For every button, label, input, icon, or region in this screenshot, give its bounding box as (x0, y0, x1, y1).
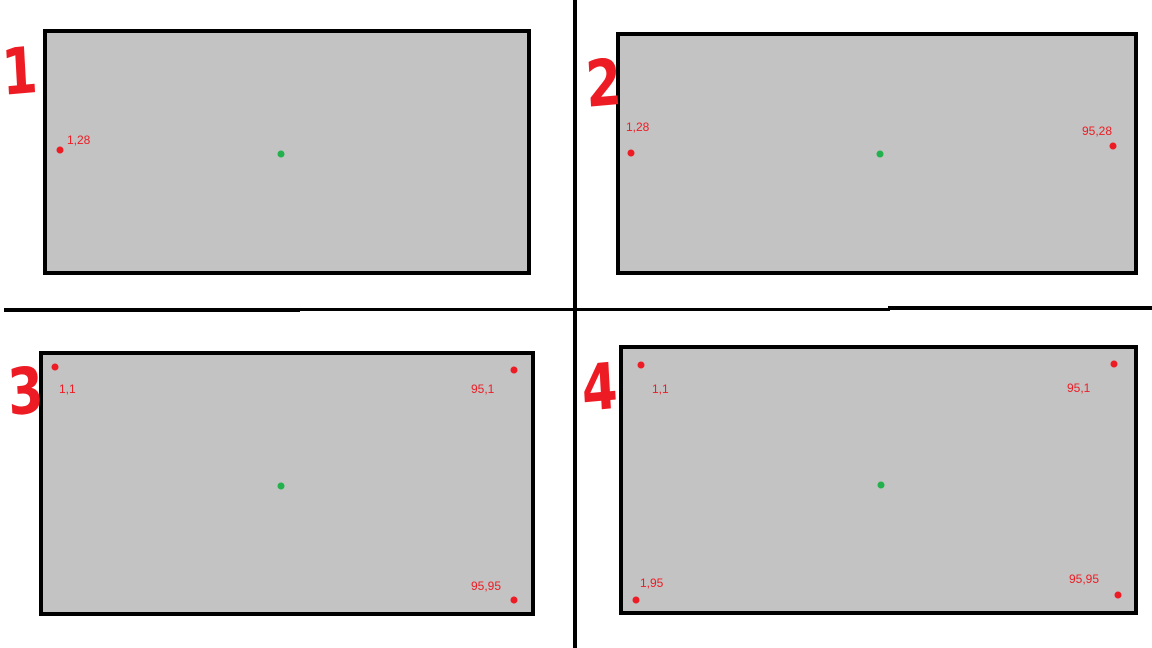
panel-4-number: 4 (579, 349, 620, 427)
panel-3 (39, 351, 535, 616)
panel-2-center-marker (876, 150, 884, 158)
panel-4-label-95-1: 95,1 (1067, 381, 1091, 395)
panel-1 (43, 29, 531, 275)
panel-3-marker-1-1 (51, 363, 59, 371)
panel-4-label-95-95: 95,95 (1069, 572, 1100, 586)
panel-2-marker-1-28 (627, 149, 635, 157)
vertical-divider (573, 0, 577, 648)
panel-3-label-1-1: 1,1 (59, 382, 76, 396)
horizontal-divider-right (888, 306, 1152, 310)
panel-4-marker-1-95 (632, 596, 640, 604)
panel-1-marker-1-28 (56, 146, 64, 154)
panel-4-marker-1-1 (637, 361, 645, 369)
panel-4 (619, 345, 1138, 615)
panel-1-number: 1 (0, 33, 40, 111)
horizontal-divider-middle (300, 308, 890, 311)
panel-2-number: 2 (583, 45, 624, 123)
panel-3-label-95-95: 95,95 (471, 579, 502, 593)
panel-4-marker-95-95 (1114, 591, 1122, 599)
panel-4-label-1-95: 1,95 (640, 576, 664, 590)
panel-4-label-1-1: 1,1 (652, 382, 669, 396)
panel-3-marker-95-1 (510, 366, 518, 374)
panel-3-marker-95-95 (510, 596, 518, 604)
horizontal-divider-left (4, 308, 300, 312)
panel-2-label-1-28: 1,28 (626, 120, 650, 134)
panel-1-center-marker (277, 150, 285, 158)
panel-3-label-95-1: 95,1 (471, 382, 495, 396)
panel-1-label-1-28: 1,28 (67, 133, 91, 147)
panel-2-label-95-28: 95,28 (1082, 124, 1113, 138)
panel-3-center-marker (277, 482, 285, 490)
panel-4-center-marker (877, 481, 885, 489)
panel-3-number: 3 (5, 353, 46, 431)
panel-4-marker-95-1 (1110, 360, 1118, 368)
panel-2-marker-95-28 (1109, 142, 1117, 150)
